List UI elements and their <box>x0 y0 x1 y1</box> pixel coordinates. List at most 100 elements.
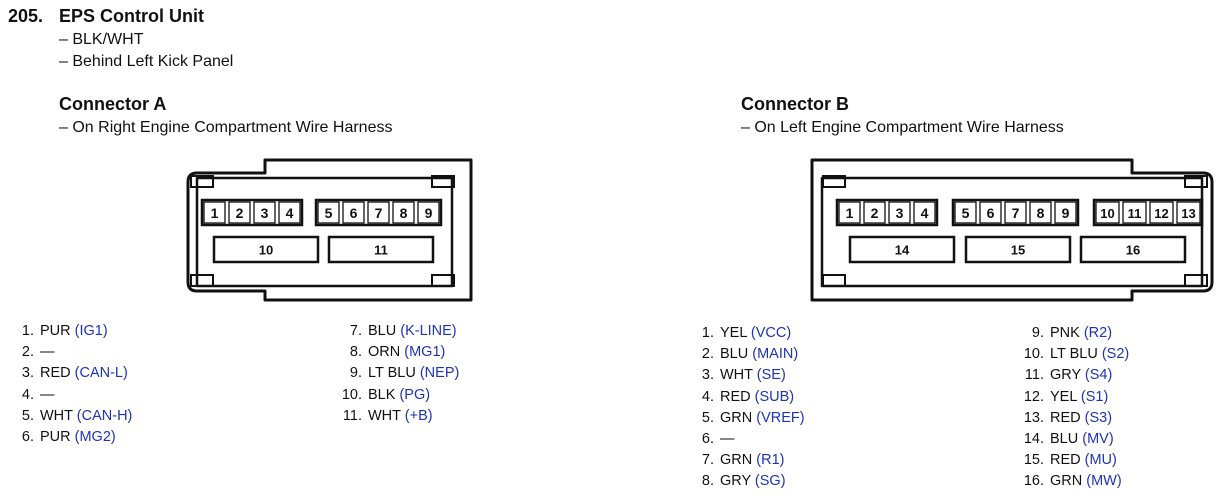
connector-b-pin-cell <box>1176 201 1201 224</box>
wire-color: BLU <box>720 346 749 363</box>
signal-code: (S2) <box>1097 346 1130 363</box>
connector-b-pin-cell <box>838 201 861 224</box>
connector-b-pin-row: 13.RED (S3) <box>1010 408 1220 429</box>
pin-description: WHT (CAN-H) <box>40 406 132 427</box>
wire-color: PNK <box>1050 325 1080 341</box>
pin-number: 14. <box>1023 430 1044 447</box>
pin-number: 8. <box>701 473 714 490</box>
connector-a-terminal-label: 11 <box>374 243 388 258</box>
connector-b-pin-row: 10.LT BLU (S2) <box>1010 344 1220 365</box>
wire-color: YEL <box>1050 388 1077 405</box>
wire-color: GRN <box>1050 473 1083 490</box>
connector-b-pin-cell <box>1054 201 1077 224</box>
pin-description: WHT (+B) <box>368 406 433 427</box>
pin-number: 2. <box>21 344 34 361</box>
connector-b-pin-cell <box>954 201 977 224</box>
wire-color: RED <box>40 365 71 382</box>
connector-b-pin-label: 5 <box>962 205 970 221</box>
connector-a-pin-row: 7. BLU (K-LINE) <box>328 321 628 342</box>
pin-number: 3. <box>21 365 34 382</box>
connector-a-pin-row: 11.WHT (+B) <box>328 406 628 427</box>
pin-number: 5. <box>21 407 34 424</box>
pin-description: RED (SUB) <box>720 387 794 408</box>
component-location: – Behind Left Kick Panel <box>59 53 234 70</box>
pin-number: 9. <box>349 365 362 382</box>
wire-color: WHT <box>720 367 753 384</box>
pin-description: BLU (MV) <box>1050 429 1114 450</box>
section-number: 205. <box>8 6 44 26</box>
connector-b-pin-cell <box>863 201 886 224</box>
signal-code: (R2) <box>1079 325 1113 341</box>
connector-b-pin-row: 5. GRN (VREF) <box>680 408 980 429</box>
pin-number: 6. <box>701 430 714 447</box>
signal-code: (+B) <box>400 407 433 424</box>
connector-a-pin-label: 8 <box>400 205 408 221</box>
pin-number: 15. <box>1023 452 1044 469</box>
connector-a-pin-cell <box>317 201 340 224</box>
connector-b-pin-label: 6 <box>987 205 995 221</box>
wire-color: GRN <box>720 409 753 426</box>
wire-color: RED <box>720 388 751 405</box>
connector-a-pin-frame <box>314 198 443 227</box>
pin-number: 7. <box>349 323 362 339</box>
connector-b-pin-label: 8 <box>1037 205 1045 221</box>
connector-a-pin-label: 5 <box>325 205 333 221</box>
signal-code: (SG) <box>750 473 786 490</box>
connector-a-pin-label: 2 <box>236 205 244 221</box>
pin-number: 1. <box>701 325 714 341</box>
connector-b-pin-label: 9 <box>1062 205 1070 221</box>
pin-description: — <box>40 342 55 363</box>
connector-b-terminal-label: 16 <box>1126 243 1140 258</box>
connector-b-pin-row: 15.RED (MU) <box>1010 450 1220 471</box>
connector-b-location: – On Left Engine Compartment Wire Harnes… <box>741 119 1064 136</box>
connector-a-pin-cell <box>203 201 226 224</box>
wire-color: — <box>40 386 55 403</box>
connector-a-pin-label: 7 <box>375 205 383 221</box>
wire-color: LT BLU <box>1050 346 1098 363</box>
connector-a-location: – On Right Engine Compartment Wire Harne… <box>59 119 393 136</box>
pin-description: LT BLU (S2) <box>1050 344 1129 365</box>
signal-code: (MAIN) <box>748 346 799 363</box>
wire-color: BLU <box>368 323 397 339</box>
pin-number: 3. <box>701 367 714 384</box>
connector-b-pin-row: 2. BLU (MAIN) <box>680 344 980 365</box>
connector-b-pin-frame <box>1092 198 1204 227</box>
signal-code: (SE) <box>752 367 786 384</box>
connector-b-pin-label: 3 <box>896 205 904 221</box>
component-title: EPS Control Unit <box>59 6 204 26</box>
pin-description: BLU (MAIN) <box>720 344 798 365</box>
connector-b-pin-cell <box>1095 201 1120 224</box>
wire-color: GRY <box>1050 367 1081 384</box>
pin-description: GRN (VREF) <box>720 408 805 429</box>
connector-b-pin-row: 11.GRY (S4) <box>1010 365 1220 386</box>
component-color: – BLK/WHT <box>59 31 144 48</box>
pin-number: 11. <box>1024 367 1044 384</box>
connector-a-pin-cell <box>278 201 301 224</box>
pin-number: 4. <box>21 386 34 403</box>
wire-color: GRY <box>720 473 751 490</box>
connector-b-pin-row: 8. GRY (SG) <box>680 471 980 492</box>
connector-a-pin-frame <box>200 198 304 227</box>
signal-code: (NEP) <box>415 365 460 382</box>
wire-color: WHT <box>40 407 73 424</box>
pin-description: BLU (K-LINE) <box>368 321 457 342</box>
signal-code: (VCC) <box>746 325 792 341</box>
signal-code: (CAN-L) <box>70 365 128 382</box>
connector-b-pin-cell <box>1004 201 1027 224</box>
wire-color: PUR <box>40 428 71 445</box>
wire-color: BLK <box>368 386 396 403</box>
connector-b-pin-label: 10 <box>1100 206 1114 221</box>
wire-color: RED <box>1050 409 1081 426</box>
pin-number: 6. <box>21 428 34 445</box>
pin-description: WHT (SE) <box>720 365 786 386</box>
pin-number: 5. <box>701 409 714 426</box>
pin-description: YEL (VCC) <box>720 323 791 344</box>
pin-number: 1. <box>21 323 34 339</box>
pin-number: 2. <box>701 346 714 363</box>
connector-b-pin-row: 6.— <box>680 429 980 450</box>
